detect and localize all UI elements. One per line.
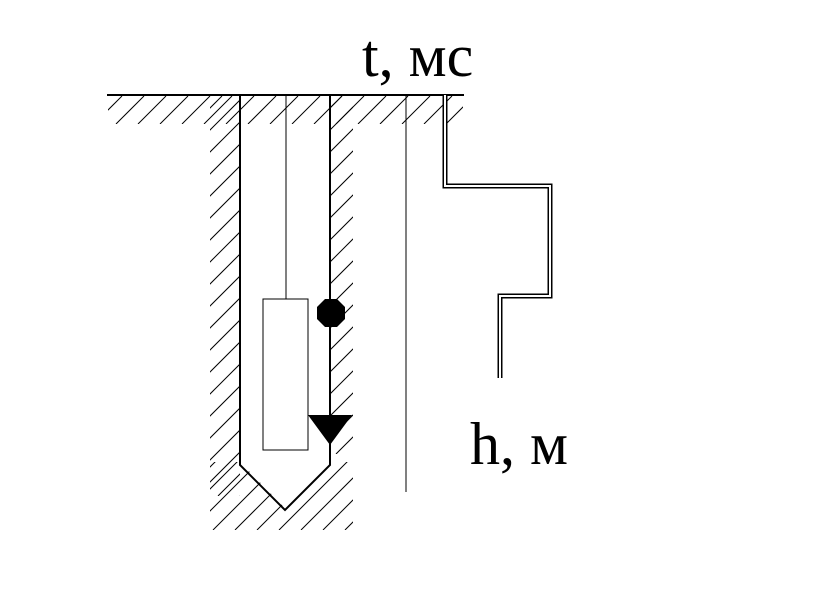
hatch-line: [331, 238, 353, 262]
hatch-line: [331, 172, 353, 196]
travel-time-curve-inner: [444, 95, 551, 378]
hatch-line: [210, 121, 240, 153]
hatch-line: [212, 462, 289, 530]
hatch-line: [210, 297, 240, 329]
hatch-line: [331, 128, 353, 152]
hatch-line: [210, 143, 240, 175]
hatch-line: [331, 392, 353, 416]
ground-hatching: [72, 96, 496, 124]
receiver-marker: [308, 415, 352, 445]
hatch-line: [247, 96, 277, 124]
hatch-line: [108, 96, 123, 111]
hatch-line: [322, 462, 353, 530]
source-marker: [317, 299, 345, 327]
hatch-line: [423, 96, 453, 124]
hatch-line: [181, 96, 211, 124]
hatch-line: [72, 96, 100, 124]
hatch-line: [331, 106, 353, 130]
hatch-line: [210, 462, 223, 530]
hatch-line: [210, 99, 240, 131]
hatch-line: [445, 106, 463, 124]
hatch-line: [291, 96, 321, 124]
probe-body: [262, 298, 309, 451]
hatch-line: [278, 462, 353, 530]
hatch-line: [331, 414, 353, 438]
hatch-line: [331, 370, 353, 394]
hatch-line: [210, 96, 223, 109]
hatch-line: [125, 455, 200, 530]
bottom-hatching: [125, 455, 353, 530]
hatch-line: [331, 282, 353, 306]
hatch-line: [379, 96, 409, 124]
hatch-line: [210, 253, 240, 285]
time-axis-label: t, мс: [362, 23, 473, 89]
hatch-line: [210, 462, 267, 530]
borehole-casing: [239, 95, 331, 512]
hatch-line: [137, 96, 167, 124]
hatch-line: [331, 304, 353, 328]
hatch-line: [234, 462, 311, 530]
hatch-line: [335, 436, 353, 454]
hatch-line: [210, 407, 240, 439]
hatch-line: [331, 150, 353, 174]
hatch-line: [357, 96, 387, 124]
depth-axis-label: h, м: [470, 411, 568, 477]
right-wall-hatching: [331, 96, 716, 454]
hatch-line: [210, 231, 240, 263]
hatch-line: [159, 96, 189, 124]
hatch-line: [401, 96, 431, 124]
hatch-line: [269, 96, 299, 124]
hatch-line: [331, 260, 353, 284]
hatch-line: [358, 96, 716, 454]
hatch-line: [300, 462, 353, 530]
hatch-line: [203, 96, 233, 124]
hatch-line: [210, 275, 240, 307]
hatch-line: [0, 96, 200, 496]
hatch-line: [210, 462, 245, 530]
hatch-line: [468, 96, 496, 124]
hatch-line: [344, 462, 353, 530]
left-wall-hatching: [0, 96, 240, 496]
hatch-line: [115, 96, 145, 124]
travel-time-curve: [442, 95, 553, 378]
